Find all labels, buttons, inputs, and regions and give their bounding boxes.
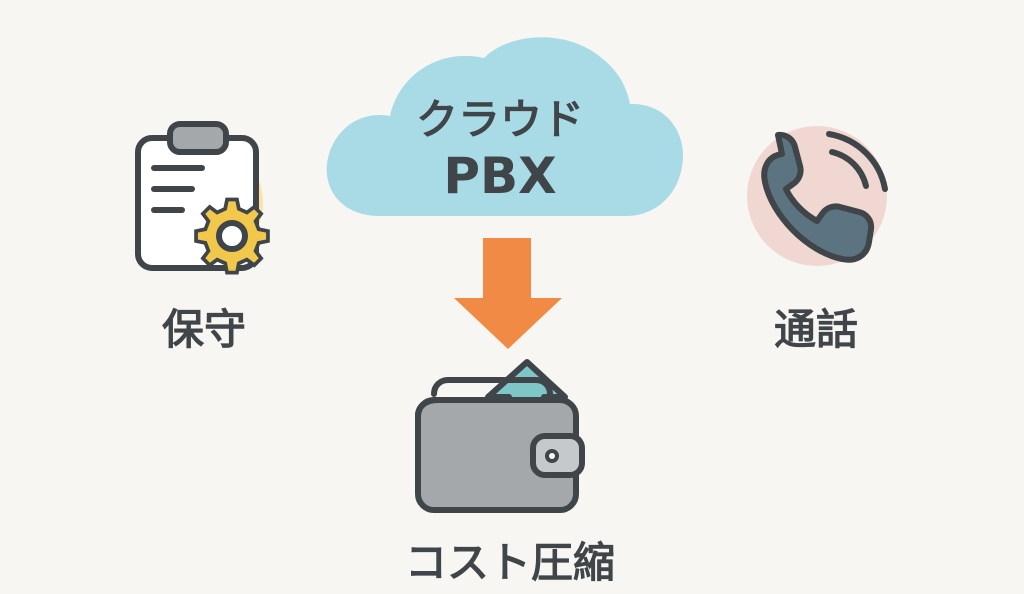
cloud-title-line-1: クラウド: [415, 95, 584, 144]
phone-handset-icon: [747, 126, 888, 266]
arrow-down-icon: [454, 238, 562, 349]
call-label: 通話: [773, 305, 858, 354]
maintenance-label: 保守: [161, 305, 246, 354]
cloud-title-line-2: PBX: [443, 147, 557, 205]
wallet-up-arrow-icon: [415, 359, 585, 513]
cost-reduction-label: コスト圧縮: [404, 538, 615, 587]
clipboard-gear-icon: [135, 121, 270, 275]
